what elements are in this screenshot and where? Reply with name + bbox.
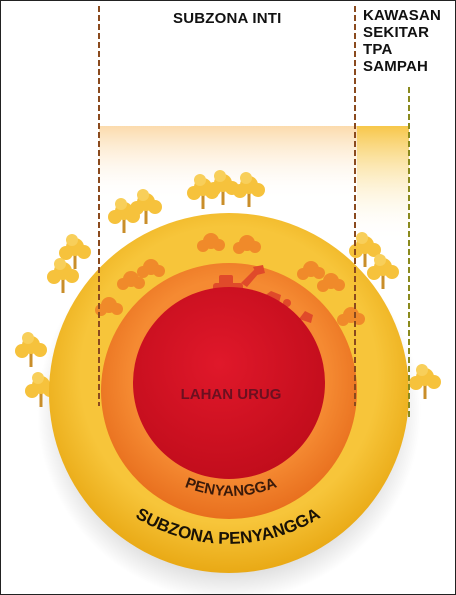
tree-icon bbox=[15, 332, 47, 367]
label-kawasan-sekitar-tpa: KAWASAN SEKITAR TPA SAMPAH bbox=[363, 7, 441, 75]
label-kawasan-line-2: SEKITAR bbox=[363, 24, 430, 41]
label-kawasan-line-1: KAWASAN bbox=[363, 7, 442, 24]
label-kawasan-line-4: SAMPAH bbox=[363, 58, 429, 75]
label-subzona-inti: SUBZONA INTI bbox=[173, 10, 282, 27]
core-lahan-urug bbox=[133, 287, 325, 479]
label-lahan-urug: LAHAN URUG bbox=[181, 386, 282, 403]
label-kawasan-line-3: TPA bbox=[363, 41, 393, 58]
kawasan-band bbox=[357, 126, 409, 241]
